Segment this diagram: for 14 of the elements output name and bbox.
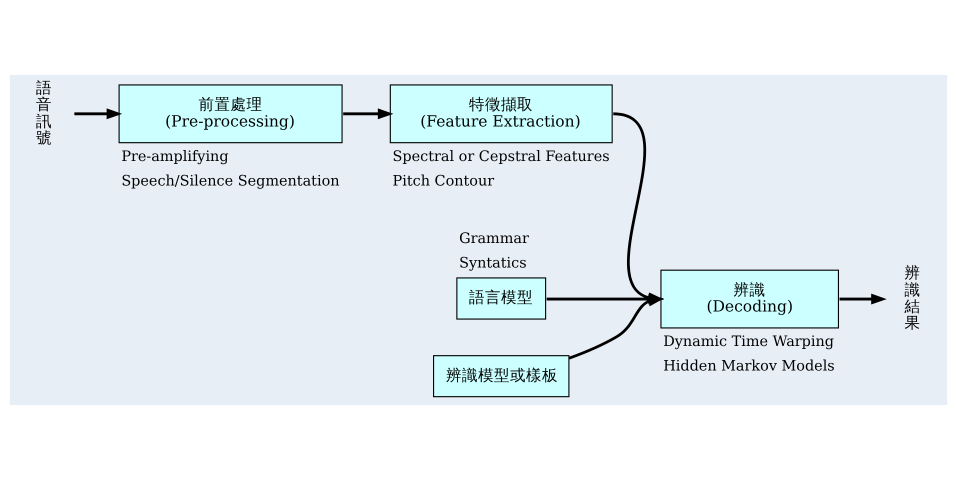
node-label: Pre-amplifying <box>120 148 228 165</box>
arrow <box>74 108 122 120</box>
node-label: Spectral or Cepstral Features <box>392 148 610 165</box>
node-text: 辨識結果 <box>904 264 920 332</box>
node-label: Pitch Contour <box>392 173 494 190</box>
arrow <box>342 108 393 120</box>
node-label: Grammar <box>458 230 528 247</box>
node-text: 語音訊號 <box>35 78 52 147</box>
node-label: Speech/Silence Segmentation <box>120 173 340 190</box>
node-label: Hidden Markov Models <box>662 358 834 375</box>
arrow <box>839 294 886 305</box>
node-label: Dynamic Time Warping <box>662 334 834 350</box>
arrow <box>568 296 664 360</box>
node-label: Syntatics <box>458 255 526 272</box>
